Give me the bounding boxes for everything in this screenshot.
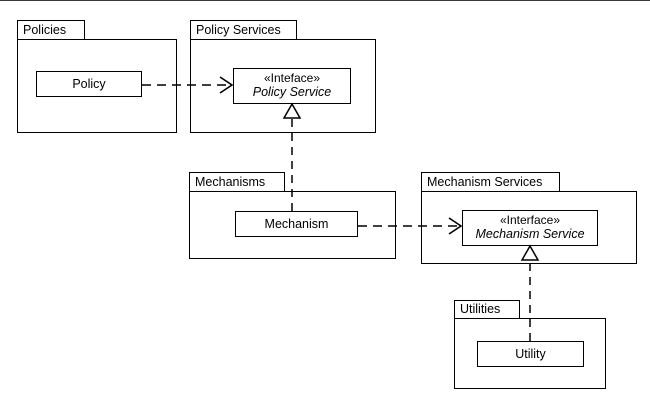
class-policy[interactable]: Policy bbox=[36, 71, 142, 97]
package-policy-services-tab: Policy Services bbox=[190, 20, 297, 40]
class-mechanism[interactable]: Mechanism bbox=[235, 211, 358, 237]
package-utilities-label: Utilities bbox=[460, 302, 501, 317]
class-utility-name: Utility bbox=[515, 346, 546, 361]
package-mechanism-services-tab: Mechanism Services bbox=[421, 172, 560, 192]
package-mechanisms-label: Mechanisms bbox=[195, 174, 266, 189]
package-utilities-tab: Utilities bbox=[454, 300, 520, 319]
package-policy-services-label: Policy Services bbox=[196, 22, 281, 37]
class-policy-name: Policy bbox=[72, 76, 106, 91]
class-mechanism-service-stereotype: «Interface» bbox=[499, 212, 561, 227]
canvas-top-rule bbox=[0, 0, 650, 1]
package-policies-tab: Policies bbox=[17, 20, 85, 40]
class-policy-service[interactable]: «Inteface» Policy Service bbox=[233, 68, 351, 104]
package-mechanisms-tab: Mechanisms bbox=[189, 172, 285, 192]
class-mechanism-service-name: Mechanism Service bbox=[475, 227, 585, 242]
package-mechanism-services-label: Mechanism Services bbox=[427, 174, 543, 189]
class-mechanism-service[interactable]: «Interface» Mechanism Service bbox=[462, 210, 598, 246]
class-policy-service-name: Policy Service bbox=[252, 85, 332, 100]
class-mechanism-name: Mechanism bbox=[264, 216, 329, 231]
class-policy-service-stereotype: «Inteface» bbox=[263, 70, 321, 85]
package-policies-label: Policies bbox=[23, 22, 67, 37]
class-utility[interactable]: Utility bbox=[477, 341, 584, 367]
